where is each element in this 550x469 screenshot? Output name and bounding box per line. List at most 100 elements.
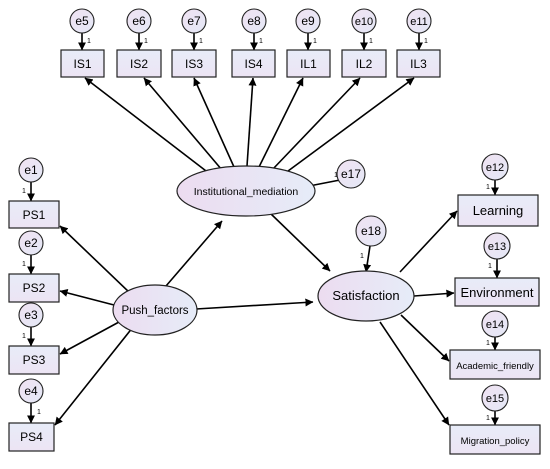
svg-text:e12: e12 [486,162,504,174]
indicator-ps1: PS1 [8,200,60,229]
error-e17: e17 [336,159,366,189]
loading-environment [413,289,455,298]
error-e8: e8 [241,8,267,34]
loading-is2 [143,77,223,171]
error-e12: e12 [481,153,509,181]
loading-is3 [193,77,235,168]
satisfaction-loadings [379,210,458,426]
svg-text:e7: e7 [187,14,201,28]
loading-learning [399,210,458,273]
indicator-is1: IS1 [60,49,105,78]
error-e18: e18 [355,215,387,247]
constraint-label: 1 [199,38,203,45]
indicator-il2: IL2 [341,49,387,78]
svg-text:e3: e3 [24,308,38,322]
svg-text:e6: e6 [132,14,146,28]
error-e7: e7 [181,8,207,34]
svg-text:e2: e2 [24,236,38,250]
svg-text:PS4: PS4 [20,430,43,444]
constraint-label: 1 [87,38,91,45]
loading-ps1 [59,225,132,295]
loading-ps2 [59,289,115,306]
latent-satisfaction: Satisfaction [317,270,415,322]
constraint-label: 1 [22,188,26,195]
svg-text:IS1: IS1 [73,57,91,71]
constraint-label: 1 [486,184,490,191]
svg-text:Migration_policy: Migration_policy [461,436,530,447]
error-paths [27,33,501,426]
svg-text:Institutional_mediation: Institutional_mediation [194,186,299,198]
indicators-push: PS1 PS2 PS3 PS4 [8,200,60,452]
constraint-label: 1 [37,409,41,416]
error-e9: e9 [295,8,321,34]
indicators-institutional: IS1 IS2 IS3 IS4 IL1 IL2 IL3 [60,49,441,78]
loading-is4 [246,77,257,167]
error-e3: e3 [18,302,44,328]
loading-ps3 [59,321,120,355]
loading-il2 [271,77,361,171]
indicator-migration-policy: Migration_policy [449,424,541,455]
indicator-ps3: PS3 [8,345,60,375]
error-path-e18 [363,245,372,273]
svg-text:Learning: Learning [473,203,524,218]
svg-text:Academic_friendly: Academic_friendly [456,361,534,372]
error-e11: e11 [406,8,432,34]
latent-push-factors: Push_factors [112,284,198,336]
loading-il1 [258,77,304,168]
svg-text:e1: e1 [24,163,38,177]
error-e14: e14 [481,310,509,338]
error-terms: e5 e6 e7 e8 e9 e10 e11 e1 e2 e3 e4 e12 e… [18,8,511,412]
indicator-academic-friendly: Academic_friendly [449,349,541,380]
svg-text:e15: e15 [486,393,504,405]
svg-text:e8: e8 [247,14,261,28]
indicators-satisfaction: Learning Environment Academic_friendly M… [449,194,541,455]
svg-text:PS3: PS3 [23,353,46,367]
svg-text:IL3: IL3 [410,57,427,71]
constraint-label: 1 [144,38,148,45]
svg-text:IL2: IL2 [356,57,373,71]
constraint-label: 1 [360,253,364,260]
path-push-to-satisfaction [195,298,314,310]
loading-il3 [283,77,415,175]
svg-text:e10: e10 [355,16,373,28]
svg-text:e18: e18 [361,224,381,238]
indicator-ps2: PS2 [8,273,60,303]
svg-text:Satisfaction: Satisfaction [332,288,399,303]
error-e1: e1 [18,157,44,183]
svg-text:IS4: IS4 [244,57,262,71]
svg-text:e11: e11 [410,16,428,28]
path-push-to-institutional [165,220,223,287]
error-e6: e6 [126,8,152,34]
indicator-is2: IS2 [116,49,162,78]
svg-text:e4: e4 [24,384,38,398]
error-e5: e5 [69,8,95,34]
svg-text:IL1: IL1 [300,57,317,71]
push-loadings [54,225,134,426]
svg-text:e14: e14 [486,319,504,331]
svg-text:IS3: IS3 [185,57,203,71]
indicator-ps4: PS4 [8,422,55,452]
svg-text:Push_factors: Push_factors [121,305,188,317]
svg-text:e13: e13 [488,241,506,253]
error-e15: e15 [481,384,509,412]
error-e10: e10 [351,8,377,34]
error-e4: e4 [18,378,44,404]
loading-academic-friendly [400,314,450,362]
constraint-label: 1 [22,261,26,268]
path-institutional-to-satisfaction [269,212,331,272]
constraint-label: 1 [313,38,317,45]
indicator-is3: IS3 [171,49,217,78]
constraint-label: 1 [486,415,490,422]
constraint-label: 1 [334,172,338,179]
constraint-label: 1 [369,38,373,45]
error-e2: e2 [18,230,44,256]
svg-text:PS2: PS2 [23,281,46,295]
loading-ps4 [54,326,134,426]
svg-text:e17: e17 [341,167,361,181]
svg-text:e5: e5 [75,14,89,28]
loading-is1 [84,77,211,175]
svg-text:IS2: IS2 [130,57,148,71]
svg-text:PS1: PS1 [23,208,46,222]
error-e13: e13 [483,232,511,260]
